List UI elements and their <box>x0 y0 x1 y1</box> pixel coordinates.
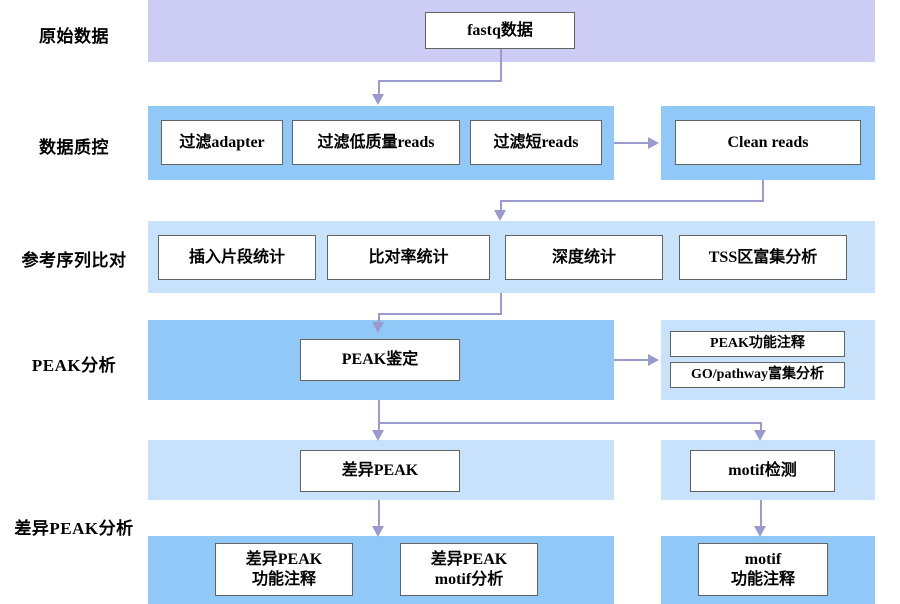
stage-label-diff-peak: 差异PEAK分析 <box>14 519 134 538</box>
node-diff-peak[interactable]: 差异PEAK <box>300 450 460 492</box>
arrowhead-to-motif-annot <box>754 526 766 537</box>
stage-label-alignment: 参考序列比对 <box>21 251 127 270</box>
connector-fastq-down <box>500 48 502 82</box>
node-mapping-rate-stats[interactable]: 比对率统计 <box>327 235 490 280</box>
connector-align-drop <box>378 313 380 325</box>
connector-clean-left <box>500 200 764 202</box>
node-filter-low-quality-reads[interactable]: 过滤低质量reads <box>292 120 460 165</box>
connector-diffpeak-down <box>378 500 380 528</box>
arrowhead-to-alignment <box>494 210 506 221</box>
stage-label-qc: 数据质控 <box>39 138 109 157</box>
node-filter-adapter[interactable]: 过滤adapter <box>161 120 283 165</box>
arrowhead-to-clean-reads <box>648 137 659 149</box>
connector-clean-drop <box>500 200 502 212</box>
connector-align-down <box>500 293 502 315</box>
connector-peak-split-down <box>378 400 380 424</box>
node-peak-functional-annotation[interactable]: PEAK功能注释 <box>670 331 845 357</box>
node-peak-calling[interactable]: PEAK鉴定 <box>300 339 460 381</box>
arrowhead-to-diffpeak-results <box>372 526 384 537</box>
arrowhead-to-peak-annot <box>648 354 659 366</box>
node-fastq[interactable]: fastq数据 <box>425 12 575 49</box>
node-filter-short-reads[interactable]: 过滤短reads <box>470 120 602 165</box>
node-depth-stats[interactable]: 深度统计 <box>505 235 663 280</box>
stage-label-raw-data: 原始数据 <box>39 27 109 46</box>
connector-fastq-left <box>378 80 502 82</box>
arrowhead-to-peak <box>372 322 384 333</box>
connector-peak-split-left-drop <box>378 422 380 432</box>
node-go-pathway-enrichment[interactable]: GO/pathway富集分析 <box>670 362 845 388</box>
connector-clean-down <box>762 180 764 202</box>
node-insert-size-stats[interactable]: 插入片段统计 <box>158 235 316 280</box>
connector-peak-to-annot <box>614 359 650 361</box>
node-diff-peak-functional-annotation[interactable]: 差异PEAK 功能注释 <box>215 543 353 596</box>
connector-align-left <box>378 313 502 315</box>
connector-peak-split-right-drop <box>760 422 762 432</box>
stage-label-peak-analysis: PEAK分析 <box>31 356 117 375</box>
connector-peak-split-h <box>378 422 762 424</box>
node-motif-functional-annotation[interactable]: motif 功能注释 <box>698 543 828 596</box>
arrowhead-to-diff-peak <box>372 430 384 441</box>
connector-shortreads-to-clean <box>614 142 650 144</box>
node-motif-detection[interactable]: motif检测 <box>690 450 835 492</box>
node-diff-peak-motif-analysis[interactable]: 差异PEAK motif分析 <box>400 543 538 596</box>
connector-fastq-drop <box>378 80 380 96</box>
node-tss-enrichment-analysis[interactable]: TSS区富集分析 <box>679 235 847 280</box>
connector-motif-down <box>760 500 762 528</box>
arrowhead-to-motif-detect <box>754 430 766 441</box>
arrowhead-to-qc <box>372 94 384 105</box>
node-clean-reads[interactable]: Clean reads <box>675 120 861 165</box>
